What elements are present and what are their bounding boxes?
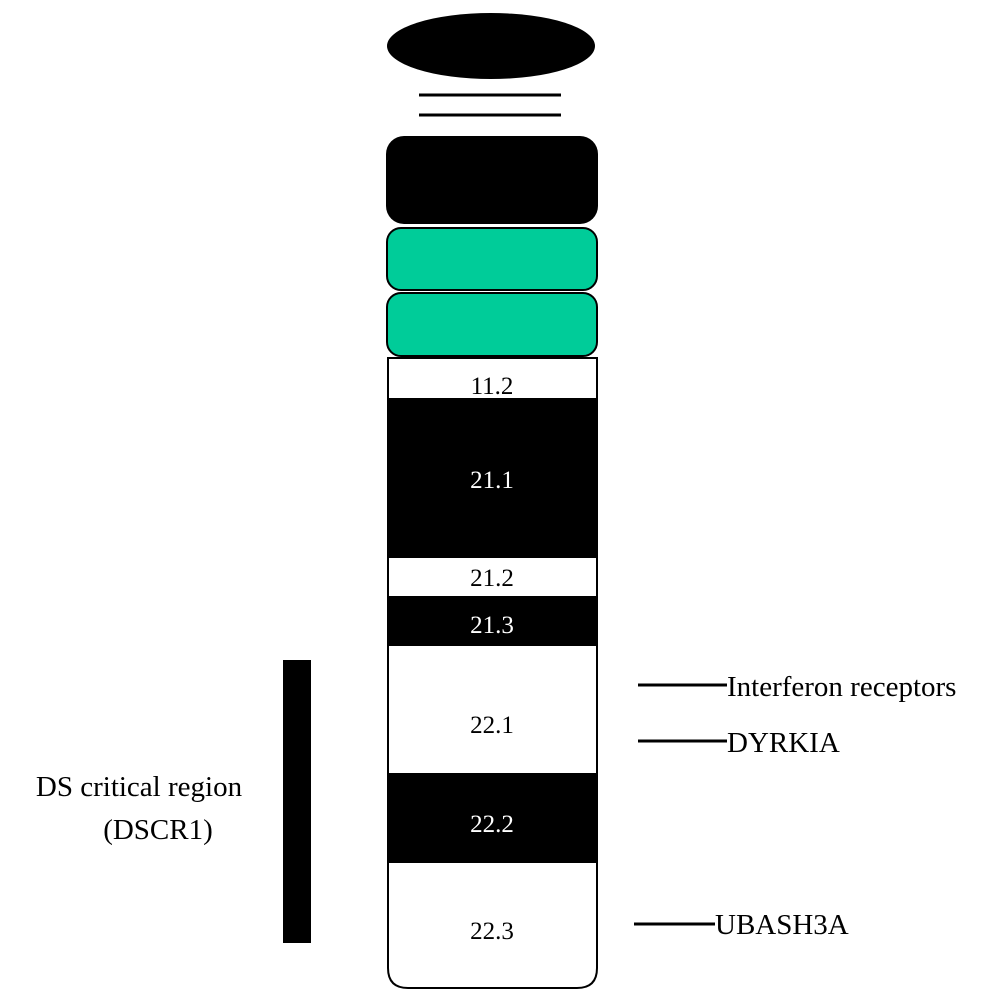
critical-region-label: DS critical region	[36, 771, 243, 803]
gene-label-ubash3a: UBASH3A	[715, 909, 849, 941]
band-p11-1	[386, 292, 598, 357]
satellite-band	[387, 13, 595, 79]
band-label-11-2: 11.2	[471, 373, 514, 400]
gene-label-interferon: Interferon receptors	[727, 671, 956, 703]
band-label-22-1: 22.1	[470, 712, 514, 739]
band-p11-2	[386, 227, 598, 291]
band-label-22-2: 22.2	[470, 811, 514, 838]
band-label-22-3: 22.3	[470, 918, 514, 945]
critical-region-sublabel: (DSCR1)	[103, 814, 213, 846]
critical-region-bar	[283, 660, 311, 943]
gene-label-dyrkia: DYRKIA	[727, 727, 840, 759]
band-label-21-1: 21.1	[470, 467, 514, 494]
band-q21-3	[388, 596, 597, 646]
band-p12	[386, 136, 598, 224]
band-q22-2	[388, 773, 597, 863]
band-q21-1	[388, 398, 597, 558]
band-label-21-3: 21.3	[470, 612, 514, 639]
band-label-21-2: 21.2	[470, 565, 514, 592]
